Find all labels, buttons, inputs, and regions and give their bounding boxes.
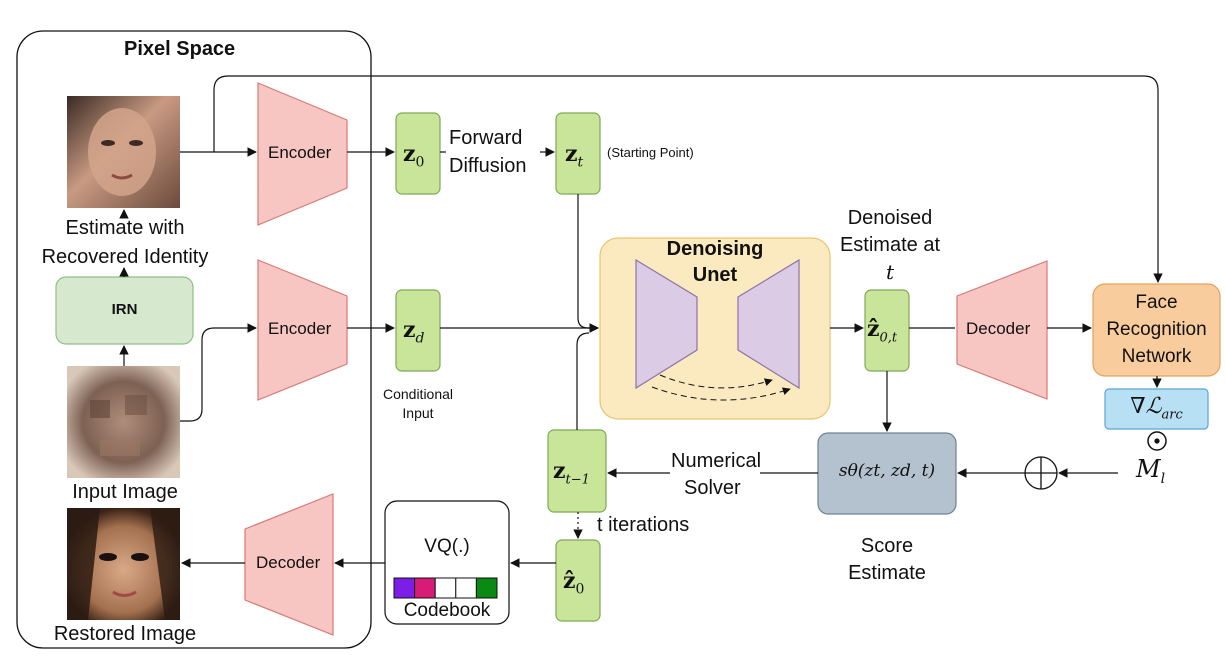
loss-label: ∇ℒarc bbox=[1130, 394, 1183, 423]
forward-diffusion-line1: Forward bbox=[449, 127, 523, 149]
codebook-swatch bbox=[414, 577, 436, 599]
latent-zt-label: zt bbox=[565, 141, 584, 171]
face-net-line2: Recognition bbox=[1106, 319, 1207, 340]
codebook-bar bbox=[393, 577, 498, 599]
mask-label: Ml bbox=[1136, 455, 1166, 487]
loss-box bbox=[1104, 388, 1209, 430]
t-iterations-label: t iterations bbox=[597, 514, 690, 536]
latent-z0hat-label: ẑ0 bbox=[563, 568, 585, 598]
unet-down-trap bbox=[635, 258, 698, 390]
latent-z0hat-box bbox=[555, 539, 601, 622]
latent-z0-box bbox=[395, 112, 441, 195]
arrow-input-encoder bbox=[180, 323, 257, 422]
conditional-input-line1: Conditional bbox=[382, 386, 454, 402]
unet-title-line1: Denoising bbox=[666, 238, 764, 260]
face-net-line3: Network bbox=[1121, 346, 1192, 367]
arrow-zt-unet bbox=[577, 194, 599, 333]
decoder-right-label: Decoder bbox=[966, 319, 1031, 338]
arrow-ztm1-unet bbox=[576, 332, 590, 430]
input-image-caption: Input Image bbox=[72, 481, 178, 503]
codebook-swatch bbox=[455, 577, 477, 599]
unet-title-line2: Unet bbox=[692, 264, 738, 286]
latent-ztm1-label: zt−1 bbox=[553, 458, 590, 488]
estimate-caption-line1: Estimate with bbox=[65, 217, 185, 239]
estimate-caption-line2: Recovered Identity bbox=[41, 246, 209, 268]
score-estimate-line2: Estimate bbox=[848, 562, 926, 584]
estimate-face-image bbox=[67, 96, 180, 208]
oplus-symbol bbox=[1024, 456, 1058, 490]
latent-zd-box bbox=[395, 289, 441, 372]
denoised-line1: Denoised bbox=[847, 207, 933, 229]
numerical-solver-line2: Solver bbox=[684, 477, 741, 499]
conditional-input-line2: Input bbox=[402, 405, 434, 421]
decoder-right-shape bbox=[956, 260, 1048, 400]
face-net-line1: Face bbox=[1135, 292, 1178, 313]
latent-z0t-label: ẑ0,t bbox=[867, 316, 898, 346]
encoder-mid-label: Encoder bbox=[268, 319, 332, 338]
decoder-bottom-shape bbox=[244, 493, 334, 636]
restored-image-caption: Restored Image bbox=[53, 623, 197, 645]
starting-point-label: (Starting Point) bbox=[607, 145, 694, 160]
codebook-label: Codebook bbox=[403, 600, 491, 621]
denoised-line2: Estimate at bbox=[839, 234, 941, 256]
encoder-mid-shape bbox=[257, 259, 348, 401]
vq-label: VQ(.) bbox=[424, 536, 470, 557]
restored-face-image bbox=[67, 508, 180, 620]
score-estimate-line1: Score bbox=[860, 535, 914, 557]
decoder-bottom-label: Decoder bbox=[256, 553, 321, 572]
unet-skip-1 bbox=[659, 374, 773, 389]
arrow-top-to-facenet bbox=[213, 75, 1163, 283]
input-blurred-image bbox=[67, 366, 180, 478]
latent-z0-label: z0 bbox=[403, 141, 425, 171]
unet-skip-2 bbox=[651, 386, 791, 401]
denoised-line3: t bbox=[885, 260, 895, 284]
score-function-label: sθ(zt, zd, t) bbox=[838, 461, 936, 481]
pixel-space-box bbox=[16, 30, 372, 649]
codebook-swatch bbox=[393, 577, 416, 599]
pixel-space-title: Pixel Space bbox=[124, 38, 236, 60]
odot-symbol bbox=[1147, 431, 1167, 451]
encoder-top-label: Encoder bbox=[268, 143, 332, 162]
encoder-top-shape bbox=[257, 82, 348, 226]
unet-up-trap bbox=[737, 258, 800, 390]
numerical-solver-line1: Numerical bbox=[671, 450, 762, 472]
latent-zd-label: zd bbox=[403, 317, 425, 347]
codebook-swatch bbox=[434, 577, 457, 599]
codebook-swatch bbox=[475, 577, 498, 599]
irn-label: IRN bbox=[111, 301, 138, 318]
forward-diffusion-line2: Diffusion bbox=[449, 155, 527, 177]
